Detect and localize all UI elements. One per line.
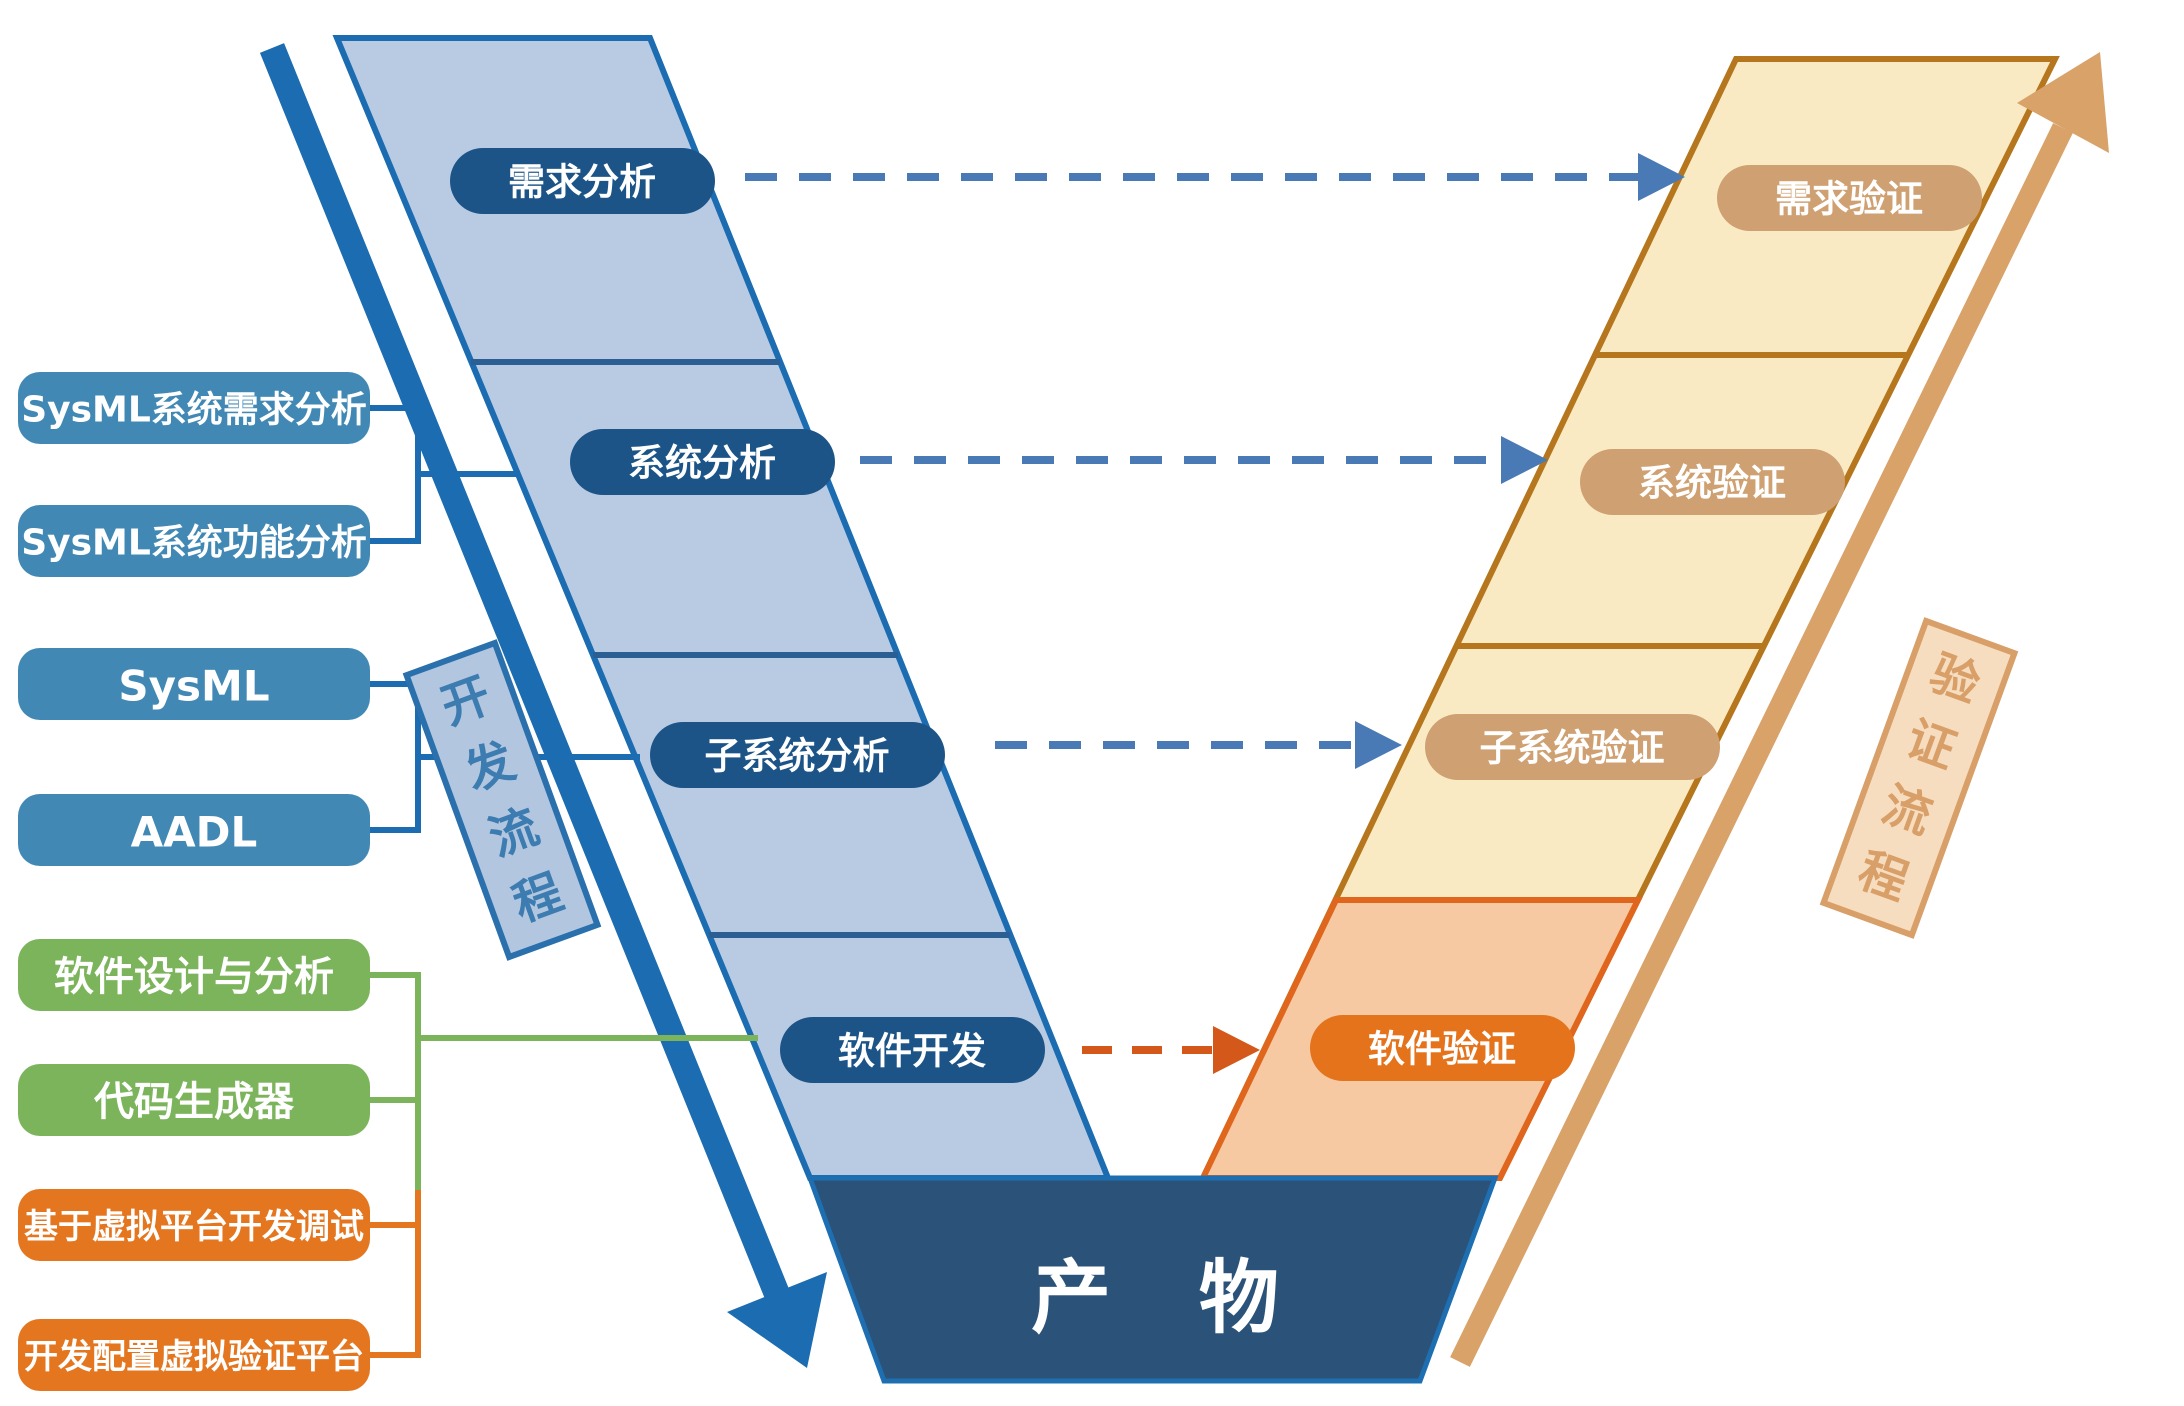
tool-box-code-generator: 代码生成器 xyxy=(18,1064,370,1136)
requirements-trace-dashed-arrow xyxy=(745,153,1685,201)
stage-pill-system-analysis: 系统分析 xyxy=(570,429,835,495)
stage-pill-system-verification: 系统验证 xyxy=(1580,449,1845,515)
tool-box-sysml: SysML xyxy=(18,648,370,720)
stage-pill-label: 需求验证 xyxy=(1775,178,1923,221)
tool-box-sysml-functional: SysML系统功能分析 xyxy=(18,505,370,577)
tool-box-label: 开发配置虚拟验证平台 xyxy=(24,1337,364,1377)
tool-box-software-design: 软件设计与分析 xyxy=(18,939,370,1011)
product-trapezoid xyxy=(806,1175,1499,1384)
verification-flow-arrow xyxy=(1450,52,2109,1367)
stage-pill-subsystem-verification: 子系统验证 xyxy=(1425,714,1720,780)
stage-pill-label: 系统验证 xyxy=(1638,462,1786,505)
development-flow-label: 开 发 流 程 xyxy=(402,639,602,961)
development-flow-arrow xyxy=(259,43,827,1368)
tool-box-label: 代码生成器 xyxy=(93,1079,295,1125)
software-trace-dashed-arrow xyxy=(1082,1026,1260,1074)
software-tools-bracket-green xyxy=(370,972,758,1190)
stage-pill-label: 软件开发 xyxy=(838,1030,986,1073)
development-band xyxy=(332,35,1113,1181)
sysml-analysis-bracket xyxy=(370,405,520,544)
stage-pill-label: 软件验证 xyxy=(1368,1028,1516,1071)
system-trace-dashed-arrow xyxy=(860,436,1548,484)
tool-box-aadl: AADL xyxy=(18,794,370,866)
tool-box-label: SysML系统功能分析 xyxy=(21,523,367,564)
tool-box-sysml-requirements: SysML系统需求分析 xyxy=(18,372,370,444)
stage-pill-software-development: 软件开发 xyxy=(780,1017,1045,1083)
stage-pill-label: 子系统分析 xyxy=(705,735,890,778)
tool-box-virtual-platform-debug: 基于虚拟平台开发调试 xyxy=(18,1189,370,1261)
stage-pill-software-verification: 软件验证 xyxy=(1310,1015,1575,1081)
tool-box-label: AADL xyxy=(131,808,258,857)
tool-box-virtual-platform-config: 开发配置虚拟验证平台 xyxy=(18,1319,370,1391)
subsystem-trace-dashed-arrow xyxy=(995,721,1402,769)
software-tools-bracket-orange xyxy=(370,1190,421,1358)
stage-pill-requirements-analysis: 需求分析 xyxy=(450,148,715,214)
stage-pill-label: 系统分析 xyxy=(628,442,776,485)
tool-box-label: 基于虚拟平台开发调试 xyxy=(24,1207,364,1247)
tool-box-label: 软件设计与分析 xyxy=(54,954,334,1000)
stage-pill-subsystem-analysis: 子系统分析 xyxy=(650,722,945,788)
tool-box-label: SysML xyxy=(118,662,269,711)
stage-pill-label: 子系统验证 xyxy=(1480,727,1665,770)
stage-pill-label: 需求分析 xyxy=(508,161,656,204)
product-label: 产 物 xyxy=(1031,1252,1309,1345)
tool-box-label: SysML系统需求分析 xyxy=(21,390,367,431)
verification-flow-label: 验 证 流 程 xyxy=(1819,617,2019,939)
stage-pill-requirements-verification: 需求验证 xyxy=(1717,165,1982,231)
